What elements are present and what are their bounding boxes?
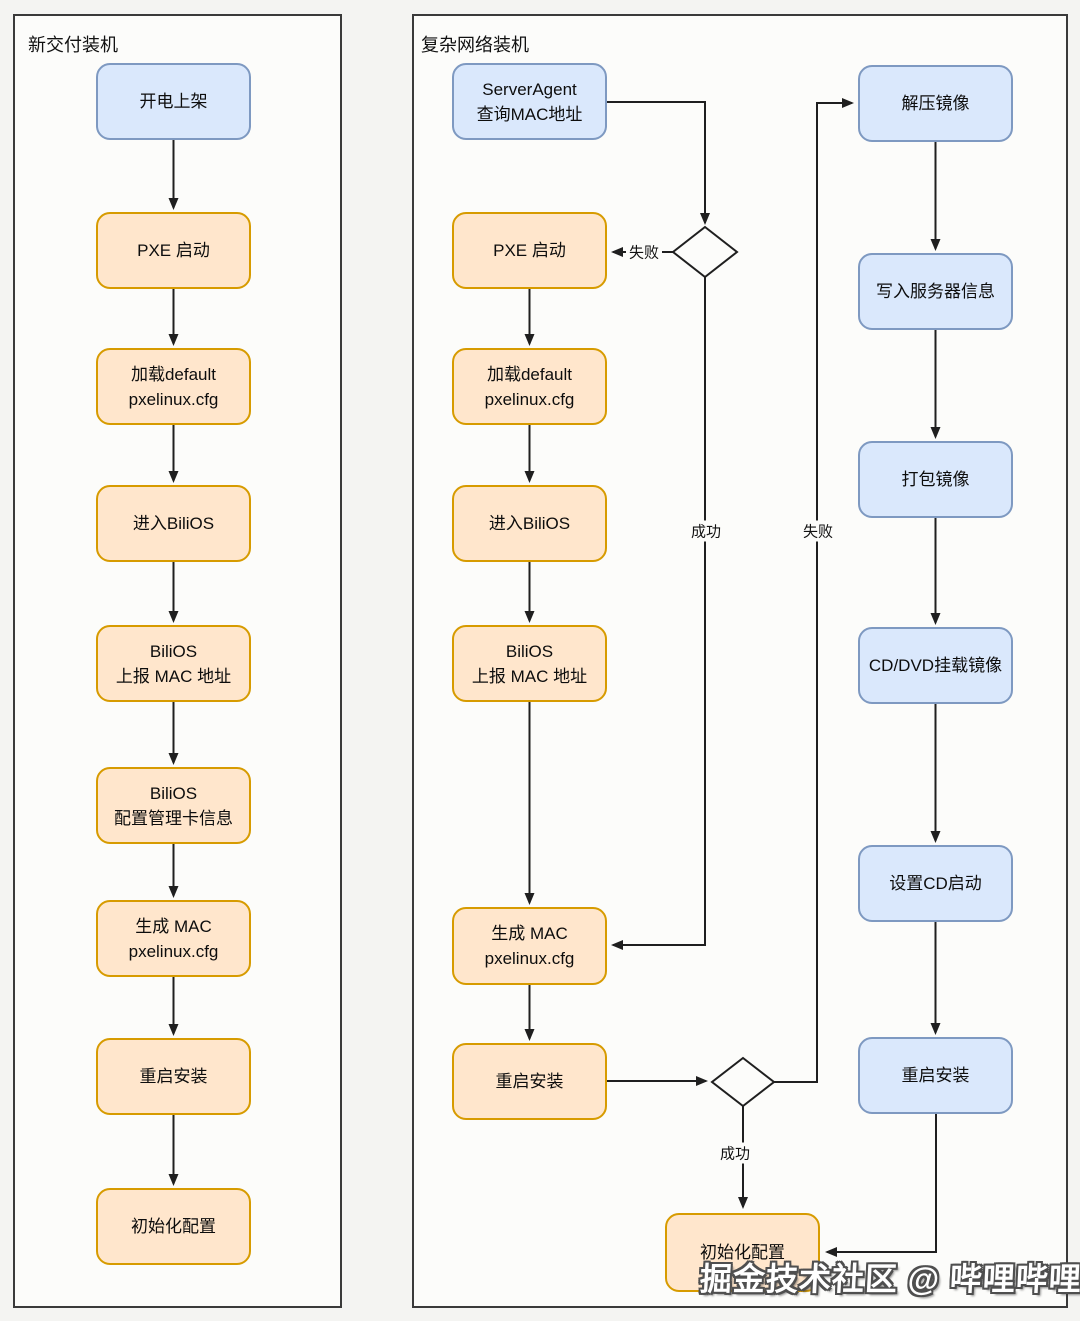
- node-decompress-image: 解压镜像: [858, 65, 1013, 142]
- node-label: 开电上架: [139, 92, 208, 111]
- node-enter-bilios-2: 进入BiliOS: [452, 485, 607, 562]
- node-init-config-2: 初始化配置: [665, 1213, 820, 1292]
- node-label: 上报 MAC 地址: [115, 666, 232, 686]
- node-pxe-boot-2: PXE 启动: [452, 212, 607, 289]
- node-label: 重启安装: [495, 1072, 564, 1091]
- node-pxe-boot: PXE 启动: [96, 212, 251, 289]
- watermark-text: 掘金技术社区 @ 哔哩哔哩技术: [698, 1261, 1080, 1297]
- edge-serveragent-to-decision1: [607, 101, 710, 225]
- node-label: BiliOS: [505, 641, 554, 661]
- node-write-server-info: 写入服务器信息: [858, 253, 1013, 330]
- edge-decision2-fail-to-decompress: [774, 98, 854, 1083]
- node-label: 加载default: [486, 364, 573, 384]
- node-label: 设置CD启动: [889, 874, 982, 893]
- node-cd-dvd-mount-image: CD/DVD挂载镜像: [858, 627, 1013, 704]
- node-load-default-pxelinux: 加载default pxelinux.cfg: [96, 348, 251, 425]
- edge-label-fail-2: 失败: [799, 520, 837, 542]
- edge-label-success-1: 成功: [687, 520, 725, 542]
- node-power-on-rack: 开电上架: [96, 63, 251, 140]
- node-label: ServerAgent: [482, 79, 577, 99]
- node-label: 打包镜像: [901, 470, 970, 489]
- node-label: 初始化配置: [131, 1217, 216, 1236]
- node-label: 配置管理卡信息: [114, 808, 233, 828]
- node-label: 查询MAC地址: [476, 104, 583, 124]
- edge-recovery-reboot-to-init: [825, 1113, 937, 1257]
- node-label: 重启安装: [139, 1067, 208, 1086]
- node-label: 初始化配置: [700, 1243, 785, 1262]
- node-label: pxelinux.cfg: [128, 389, 219, 409]
- node-bilios-report-mac-2: BiliOS 上报 MAC 地址: [452, 625, 607, 702]
- node-label: 进入BiliOS: [488, 514, 571, 533]
- edge-label-success-2: 成功: [716, 1142, 754, 1164]
- panel-right-title: 复杂网络装机: [421, 35, 529, 55]
- node-bilios-report-mac: BiliOS 上报 MAC 地址: [96, 625, 251, 702]
- decision-diamond-2: [710, 1056, 776, 1108]
- node-load-default-pxelinux-2: 加载default pxelinux.cfg: [452, 348, 607, 425]
- node-label: CD/DVD挂载镜像: [868, 656, 1003, 675]
- node-label: 上报 MAC 地址: [471, 666, 588, 686]
- node-label: 生成 MAC: [135, 916, 212, 936]
- node-generate-mac-pxelinux: 生成 MAC pxelinux.cfg: [96, 900, 251, 977]
- node-label: pxelinux.cfg: [484, 949, 575, 968]
- node-reboot-install-3: 重启安装: [858, 1037, 1013, 1114]
- node-serveragent-query-mac: ServerAgent 查询MAC地址: [452, 63, 607, 140]
- node-enter-bilios: 进入BiliOS: [96, 485, 251, 562]
- edge-label-fail-1: 失败: [625, 241, 663, 263]
- decision-diamond-1: [671, 225, 739, 279]
- node-reboot-install: 重启安装: [96, 1038, 251, 1115]
- node-label: pxelinux.cfg: [484, 389, 575, 409]
- node-label: 解压镜像: [901, 94, 970, 113]
- node-reboot-install-2: 重启安装: [452, 1043, 607, 1120]
- node-label: 写入服务器信息: [876, 282, 995, 301]
- node-label: 重启安装: [901, 1066, 970, 1085]
- edge-decision1-success-to-genmac: [611, 277, 706, 950]
- panel-left-title: 新交付装机: [28, 35, 118, 55]
- node-generate-mac-pxelinux-2: 生成 MAC pxelinux.cfg: [452, 907, 607, 985]
- node-label: 加载default: [130, 364, 217, 384]
- node-bilios-config-mgmt-card: BiliOS 配置管理卡信息: [96, 767, 251, 844]
- node-label: PXE 启动: [137, 241, 210, 260]
- node-label: PXE 启动: [493, 241, 566, 260]
- node-label: 进入BiliOS: [132, 514, 215, 533]
- node-set-cd-boot: 设置CD启动: [858, 845, 1013, 922]
- node-label: BiliOS: [149, 783, 198, 803]
- node-label: 生成 MAC: [491, 924, 568, 943]
- node-label: pxelinux.cfg: [128, 941, 219, 961]
- node-pack-image: 打包镜像: [858, 441, 1013, 518]
- node-init-config: 初始化配置: [96, 1188, 251, 1265]
- node-label: BiliOS: [149, 641, 198, 661]
